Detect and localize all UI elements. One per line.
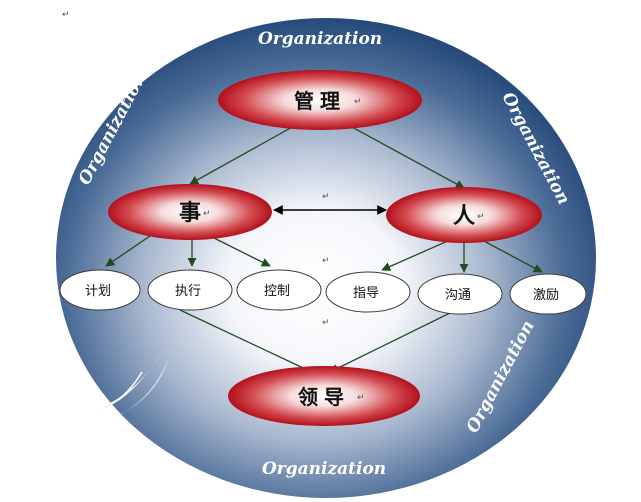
paragraph-mark-mid-3: ↵ [322,318,330,328]
node-guide-label: 指导 [353,286,379,301]
node-communicate: 沟通 [417,273,503,315]
node-affairs: 事 ↵ [108,184,272,240]
node-execute-label: 执行 [175,284,201,299]
node-plan: 计划 [59,269,141,311]
node-management: 管理 ↵ [218,70,422,130]
paragraph-mark-mid-2: ↵ [322,256,330,266]
node-leadership: 领导 ↵ [228,366,420,426]
node-affairs-mark: ↵ [203,209,211,219]
node-affairs-label: 事 [179,200,201,226]
arrow-group [105,125,543,375]
node-control: 控制 [236,269,322,311]
arrow-guide-to-lead [329,311,453,373]
arrow-affairs-to-plan [105,235,151,267]
arrow-people-to-motivate [481,239,543,273]
organization-circle [56,18,596,498]
node-motivate-label: 激励 [533,288,559,303]
node-execute: 执行 [147,269,233,311]
node-control-label: 控制 [264,284,290,299]
node-plan-label: 计划 [85,284,111,299]
paragraph-mark-mid-1: ↵ [322,192,330,202]
node-people-label: 人 [453,204,475,229]
ring-label-top: Organization [258,29,382,49]
node-leadership-label: 领导 [298,385,350,409]
node-people-mark: ↵ [477,212,485,222]
arrow-execute-to-lead [179,309,317,375]
paragraph-mark-top: ↵ [62,10,70,20]
ring-label-bottom: Organization [262,459,386,479]
arrow-people-to-guide [381,239,451,271]
node-motivate: 激励 [509,273,587,315]
node-people: 人 ↵ [386,187,542,243]
arrow-manage-to-affairs [189,125,295,185]
node-management-mark: ↵ [354,97,362,107]
arrow-affairs-to-control [209,235,271,267]
node-guide: 指导 [325,271,411,313]
arrow-manage-to-people [349,125,465,189]
node-communicate-label: 沟通 [445,288,471,303]
node-management-label: 管理 [294,89,346,113]
swoosh-logo [100,352,168,420]
node-leadership-mark: ↵ [357,393,365,403]
